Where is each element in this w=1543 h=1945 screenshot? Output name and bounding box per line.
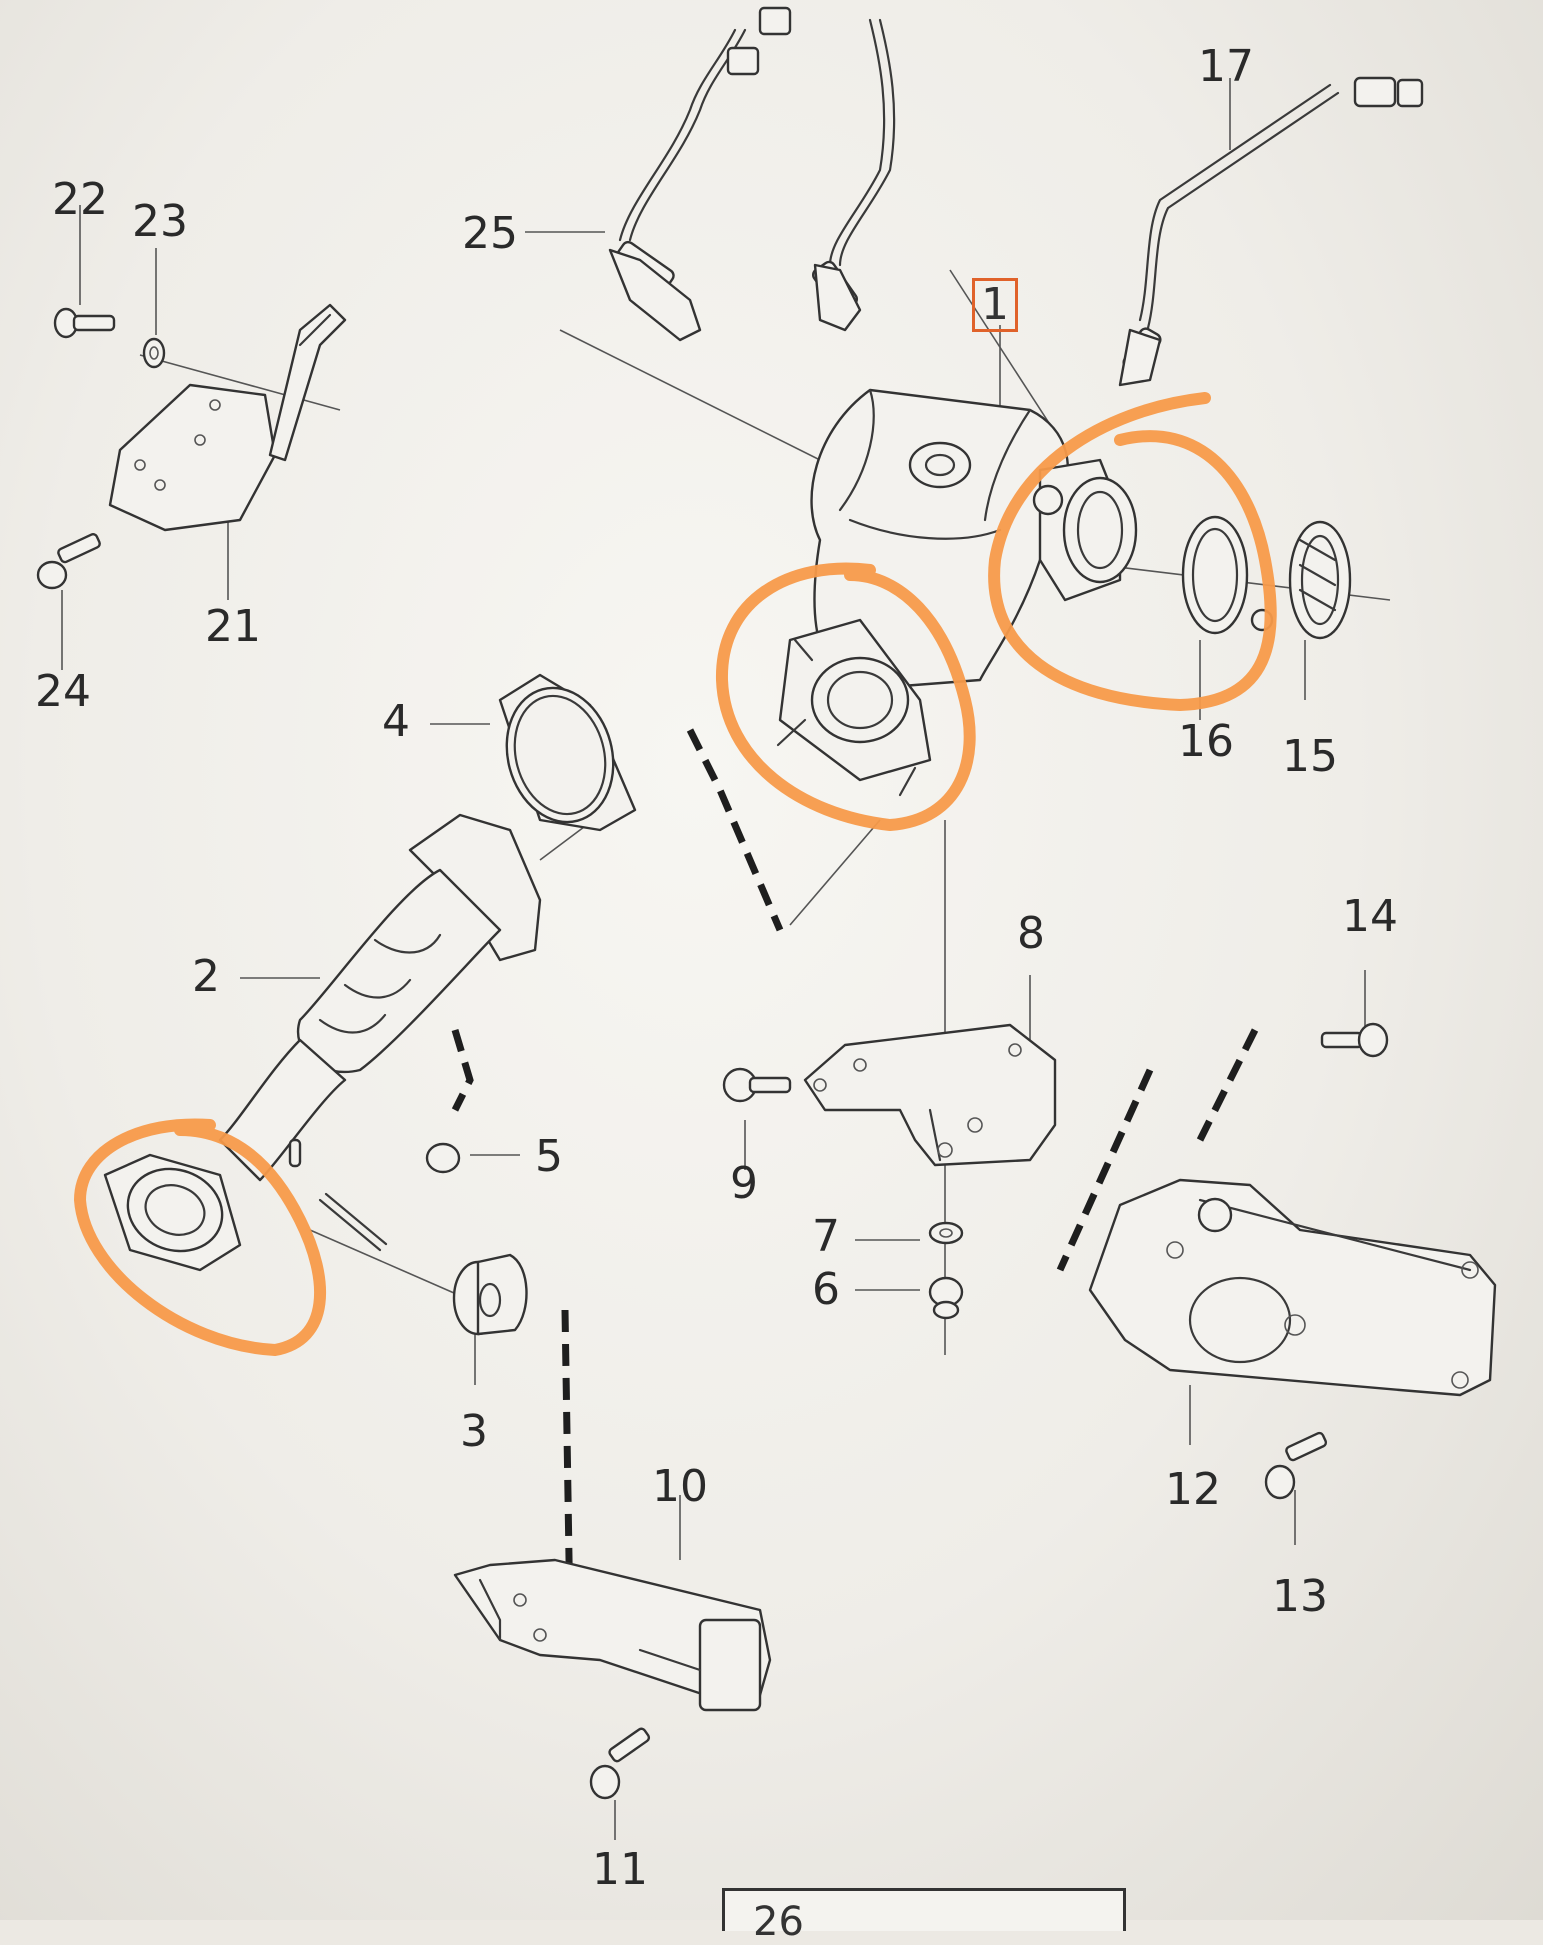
- highlight-circle-side-flange: [988, 392, 1277, 711]
- bracket-8: [803, 1023, 1057, 1167]
- sensor-cables: [615, 6, 1424, 375]
- callout-12: 12: [1165, 1464, 1221, 1515]
- callout-10: 10: [652, 1461, 708, 1512]
- callout-8: 8: [1017, 908, 1045, 959]
- callout-15: 15: [1282, 731, 1338, 782]
- callout-13: 13: [1272, 1571, 1328, 1622]
- heat-shield-12: [1088, 1178, 1497, 1397]
- clamp-15: [1288, 520, 1352, 640]
- callout-3: 3: [460, 1406, 488, 1457]
- catalytic-converter-1: [776, 388, 1138, 797]
- callout-21: 21: [205, 601, 261, 652]
- bracket-21-assembly: [36, 303, 347, 590]
- bolt-9: [722, 1067, 792, 1103]
- nut-5: [425, 1142, 461, 1174]
- callout-7: 7: [812, 1211, 840, 1262]
- callout-6: 6: [812, 1264, 840, 1315]
- bolt-14: [1320, 1022, 1389, 1058]
- highlight-markings: [74, 392, 1277, 1356]
- callout-16: 16: [1178, 716, 1234, 767]
- caption-text: 26: [753, 1899, 804, 1945]
- washers-6-7: [928, 1221, 964, 1320]
- highlight-circle-outlet-flange: [715, 562, 976, 831]
- oxygen-sensors: [608, 248, 1162, 387]
- callout-25: 25: [462, 208, 518, 259]
- callout-9: 9: [730, 1158, 758, 1209]
- callout-5: 5: [535, 1131, 563, 1182]
- bolt-11: [589, 1727, 651, 1800]
- callout-11: 11: [592, 1844, 648, 1895]
- leader-lines: [61, 78, 1391, 1840]
- callout-4: 4: [382, 696, 410, 747]
- rubber-hanger-3: [452, 1253, 528, 1336]
- dashed-routing-lines: [451, 728, 1259, 1621]
- gasket-4: [498, 673, 637, 832]
- bottom-caption-box: 26: [722, 1888, 1126, 1945]
- downpipe-2: [103, 813, 542, 1272]
- bolt-13: [1264, 1431, 1328, 1500]
- highlight-circle-downpipe-flange: [74, 1118, 327, 1356]
- callout-14: 14: [1342, 891, 1398, 942]
- callout-2: 2: [192, 951, 220, 1002]
- callout-23: 23: [132, 196, 188, 247]
- callout-24: 24: [35, 666, 91, 717]
- callout-22: 22: [52, 174, 108, 225]
- callout-1: 1: [972, 278, 1018, 332]
- bracket-10: [453, 1558, 772, 1712]
- callout-17: 17: [1198, 41, 1254, 92]
